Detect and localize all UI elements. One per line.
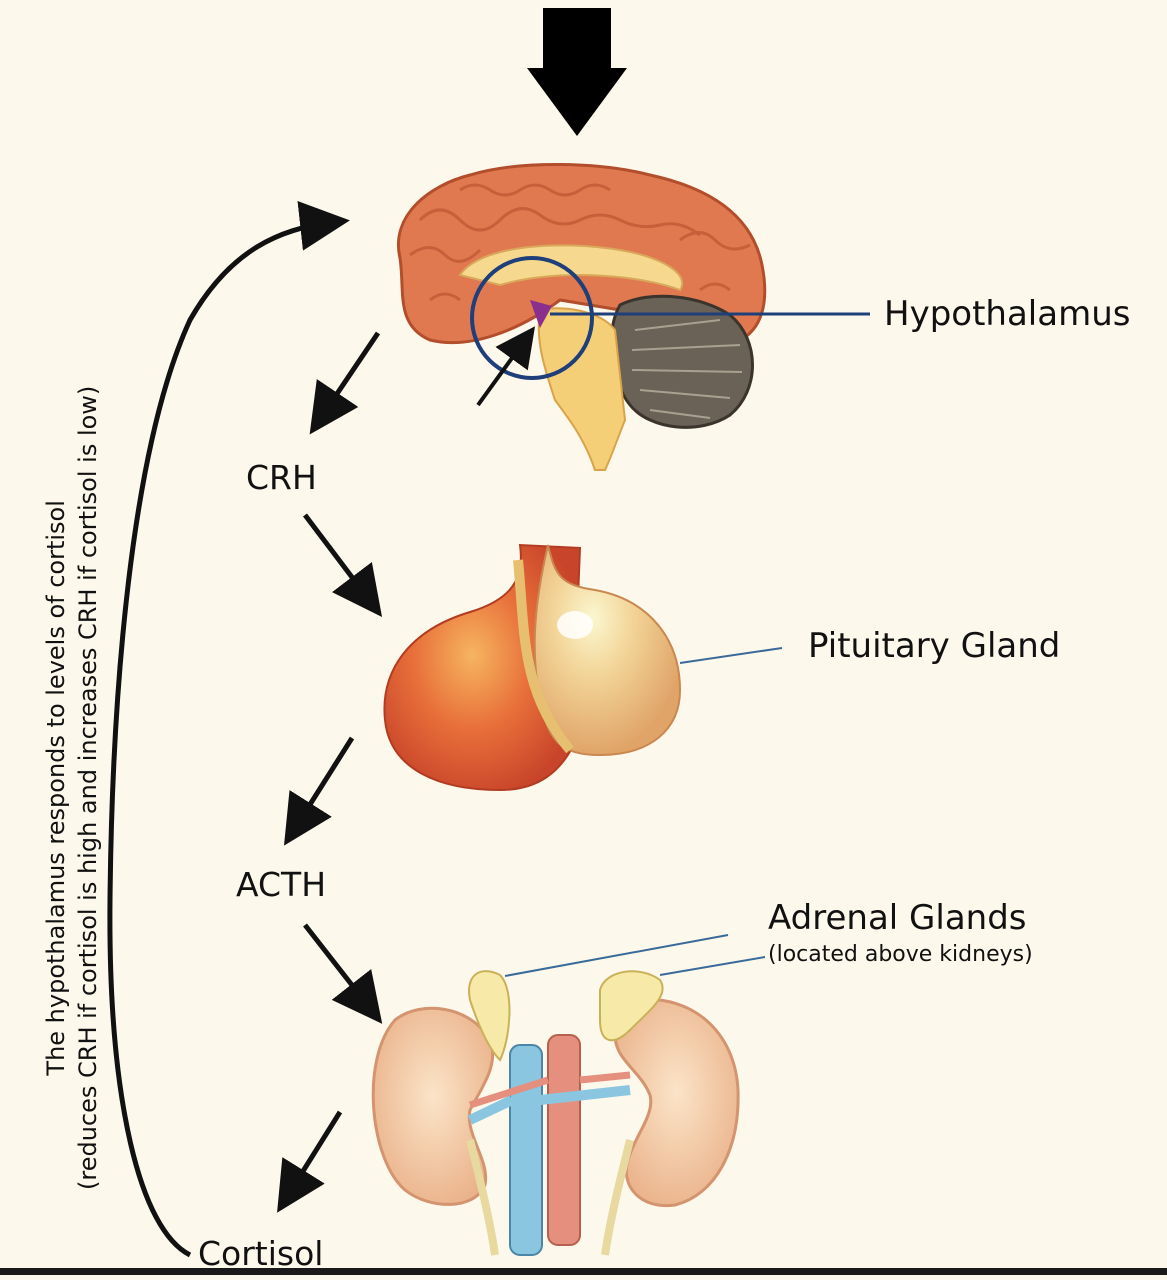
feedback-line-2: (reduces CRH if cortisol is high and inc… [72,386,104,1190]
arrow-adrenal-to-cortisol [285,1112,340,1200]
feedback-description: The hypothalamus responds to levels of c… [40,386,104,1190]
arrow-acth-to-adrenal [305,925,373,1012]
feedback-line-1: The hypothalamus responds to levels of c… [40,386,72,1190]
kidneys-illustration [373,971,738,1255]
input-arrow [527,8,627,136]
arrow-pituitary-to-acth [292,738,352,833]
arrow-crh-to-pituitary [305,515,373,605]
pituitary-illustration [384,545,680,790]
acth-label: ACTH [236,865,326,904]
adrenal-note: (located above kidneys) [768,942,1033,967]
pituitary-label: Pituitary Gland [808,626,1060,666]
feedback-loop-arrow [110,222,335,1255]
arrow-brain-to-crh [318,333,378,422]
crh-label: CRH [246,458,317,497]
hypothalamus-label: Hypothalamus [884,294,1130,334]
bottom-border [0,1268,1167,1275]
brain-illustration [398,164,764,470]
adrenal-label: Adrenal Glands [768,898,1027,938]
adrenal-pointer-line-right [660,957,765,975]
pituitary-pointer-line [680,648,782,663]
